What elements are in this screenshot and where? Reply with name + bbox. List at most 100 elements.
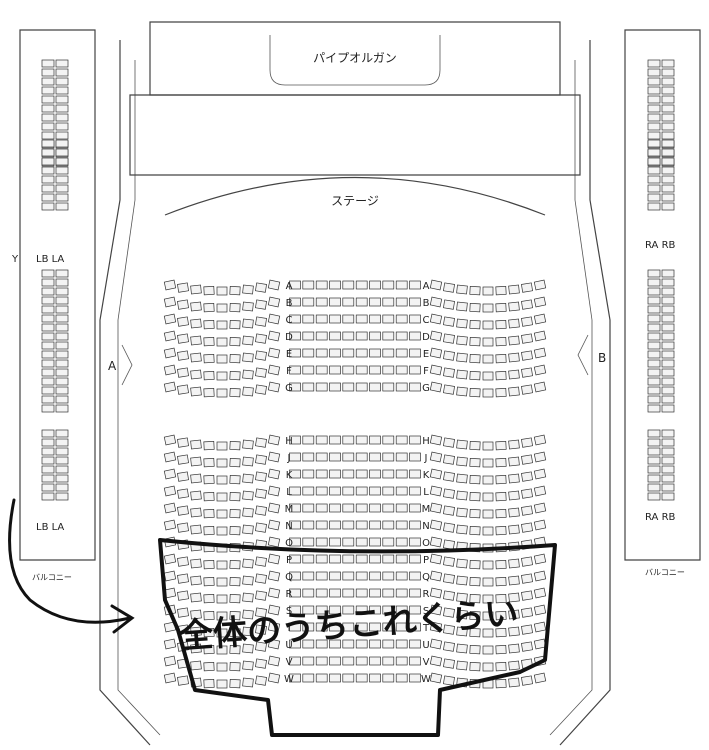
- left-balcony-seat[interactable]: [55, 278, 69, 287]
- right-balcony-seat[interactable]: [647, 86, 661, 95]
- seat-left-G[interactable]: [255, 384, 267, 395]
- left-balcony-seat[interactable]: [41, 278, 55, 287]
- right-balcony-seat[interactable]: [647, 359, 661, 368]
- seat-center-V[interactable]: [355, 656, 368, 666]
- seat-right-G[interactable]: [495, 387, 507, 398]
- right-balcony-seat[interactable]: [661, 404, 675, 413]
- right-balcony-seat[interactable]: [661, 68, 675, 77]
- seat-left-J[interactable]: [229, 457, 241, 468]
- seat-right-G[interactable]: [429, 381, 443, 393]
- seat-left-J[interactable]: [242, 456, 254, 467]
- seat-left-F[interactable]: [229, 370, 241, 381]
- seat-center-W[interactable]: [329, 673, 341, 683]
- seat-left-E[interactable]: [177, 350, 189, 361]
- seat-left-H[interactable]: [229, 440, 241, 451]
- seat-right-T[interactable]: [521, 624, 533, 635]
- seat-right-M[interactable]: [495, 508, 507, 519]
- left-balcony-seat[interactable]: [41, 104, 55, 113]
- seat-center-F[interactable]: [409, 365, 421, 375]
- seat-left-A[interactable]: [216, 286, 228, 296]
- seat-center-V[interactable]: [369, 656, 381, 666]
- seat-left-A[interactable]: [242, 284, 254, 295]
- seat-right-D[interactable]: [521, 333, 533, 344]
- seat-center-O[interactable]: [289, 537, 301, 547]
- seat-right-K[interactable]: [508, 473, 520, 484]
- seat-left-L[interactable]: [255, 488, 267, 499]
- seat-right-P[interactable]: [495, 559, 507, 570]
- seat-center-D[interactable]: [355, 331, 368, 341]
- right-balcony-seat[interactable]: [647, 131, 661, 140]
- left-balcony-seat[interactable]: [55, 404, 69, 413]
- seat-left-B[interactable]: [267, 296, 281, 308]
- seat-center-Q[interactable]: [315, 571, 328, 581]
- seat-left-H[interactable]: [190, 439, 202, 450]
- seat-left-M[interactable]: [229, 508, 241, 519]
- seat-left-Q[interactable]: [216, 577, 228, 587]
- right-balcony-seat[interactable]: [661, 492, 675, 501]
- seat-right-G[interactable]: [456, 386, 468, 397]
- seat-right-L[interactable]: [482, 492, 494, 502]
- seat-center-A[interactable]: [302, 280, 315, 290]
- seat-left-N[interactable]: [216, 526, 228, 536]
- seat-center-D[interactable]: [289, 331, 301, 341]
- left-balcony-seat[interactable]: [55, 368, 69, 377]
- seat-right-D[interactable]: [469, 336, 481, 347]
- seat-right-S[interactable]: [495, 610, 507, 621]
- left-balcony-seat[interactable]: [41, 438, 55, 447]
- seat-center-P[interactable]: [329, 554, 341, 564]
- seat-left-N[interactable]: [190, 524, 202, 535]
- seat-right-L[interactable]: [469, 491, 481, 502]
- seat-right-Q[interactable]: [495, 576, 507, 587]
- seat-left-L[interactable]: [203, 491, 215, 502]
- right-balcony-seat[interactable]: [661, 447, 675, 456]
- seat-center-N[interactable]: [302, 520, 315, 530]
- seat-center-G[interactable]: [315, 382, 328, 392]
- seat-right-C[interactable]: [533, 313, 547, 325]
- left-balcony-seat[interactable]: [55, 429, 69, 438]
- right-balcony-seat[interactable]: [647, 278, 661, 287]
- seat-left-N[interactable]: [229, 525, 241, 536]
- seat-right-K[interactable]: [429, 468, 443, 480]
- seat-right-K[interactable]: [443, 471, 455, 482]
- seat-center-F[interactable]: [369, 365, 381, 375]
- seat-center-M[interactable]: [382, 503, 395, 513]
- seat-center-E[interactable]: [382, 348, 395, 358]
- seat-center-F[interactable]: [382, 365, 395, 375]
- seat-left-L[interactable]: [216, 492, 228, 502]
- seat-right-Q[interactable]: [508, 575, 520, 586]
- seat-left-K[interactable]: [177, 471, 189, 482]
- seat-left-Q[interactable]: [190, 575, 202, 586]
- seat-center-M[interactable]: [369, 503, 381, 513]
- seat-right-J[interactable]: [443, 454, 455, 465]
- right-balcony-seat[interactable]: [661, 95, 675, 104]
- seat-right-K[interactable]: [533, 468, 547, 480]
- seat-right-S[interactable]: [521, 607, 533, 618]
- right-balcony-seat[interactable]: [661, 77, 675, 86]
- seat-right-U[interactable]: [482, 645, 494, 655]
- seat-center-T[interactable]: [369, 622, 381, 632]
- seat-center-R[interactable]: [369, 588, 381, 598]
- right-balcony-seat[interactable]: [647, 314, 661, 323]
- seat-center-T[interactable]: [329, 622, 341, 632]
- seat-right-N[interactable]: [495, 525, 507, 536]
- seat-center-U[interactable]: [289, 639, 301, 649]
- seat-center-K[interactable]: [315, 469, 328, 479]
- seat-right-H[interactable]: [429, 434, 443, 446]
- seat-right-D[interactable]: [443, 333, 455, 344]
- seat-center-A[interactable]: [395, 280, 408, 290]
- seat-center-A[interactable]: [369, 280, 381, 290]
- seat-right-J[interactable]: [429, 451, 443, 463]
- seat-center-V[interactable]: [315, 656, 328, 666]
- seat-right-A[interactable]: [508, 284, 520, 295]
- seat-right-T[interactable]: [495, 627, 507, 638]
- left-balcony-seat[interactable]: [41, 86, 55, 95]
- seat-left-U[interactable]: [242, 643, 254, 654]
- right-balcony-seat[interactable]: [647, 386, 661, 395]
- seat-center-B[interactable]: [329, 297, 341, 307]
- seat-left-K[interactable]: [190, 473, 202, 484]
- seat-right-J[interactable]: [495, 457, 507, 468]
- seat-right-Q[interactable]: [456, 575, 468, 586]
- left-balcony-seat[interactable]: [55, 122, 69, 131]
- seat-center-W[interactable]: [302, 673, 315, 683]
- seat-center-N[interactable]: [342, 520, 355, 530]
